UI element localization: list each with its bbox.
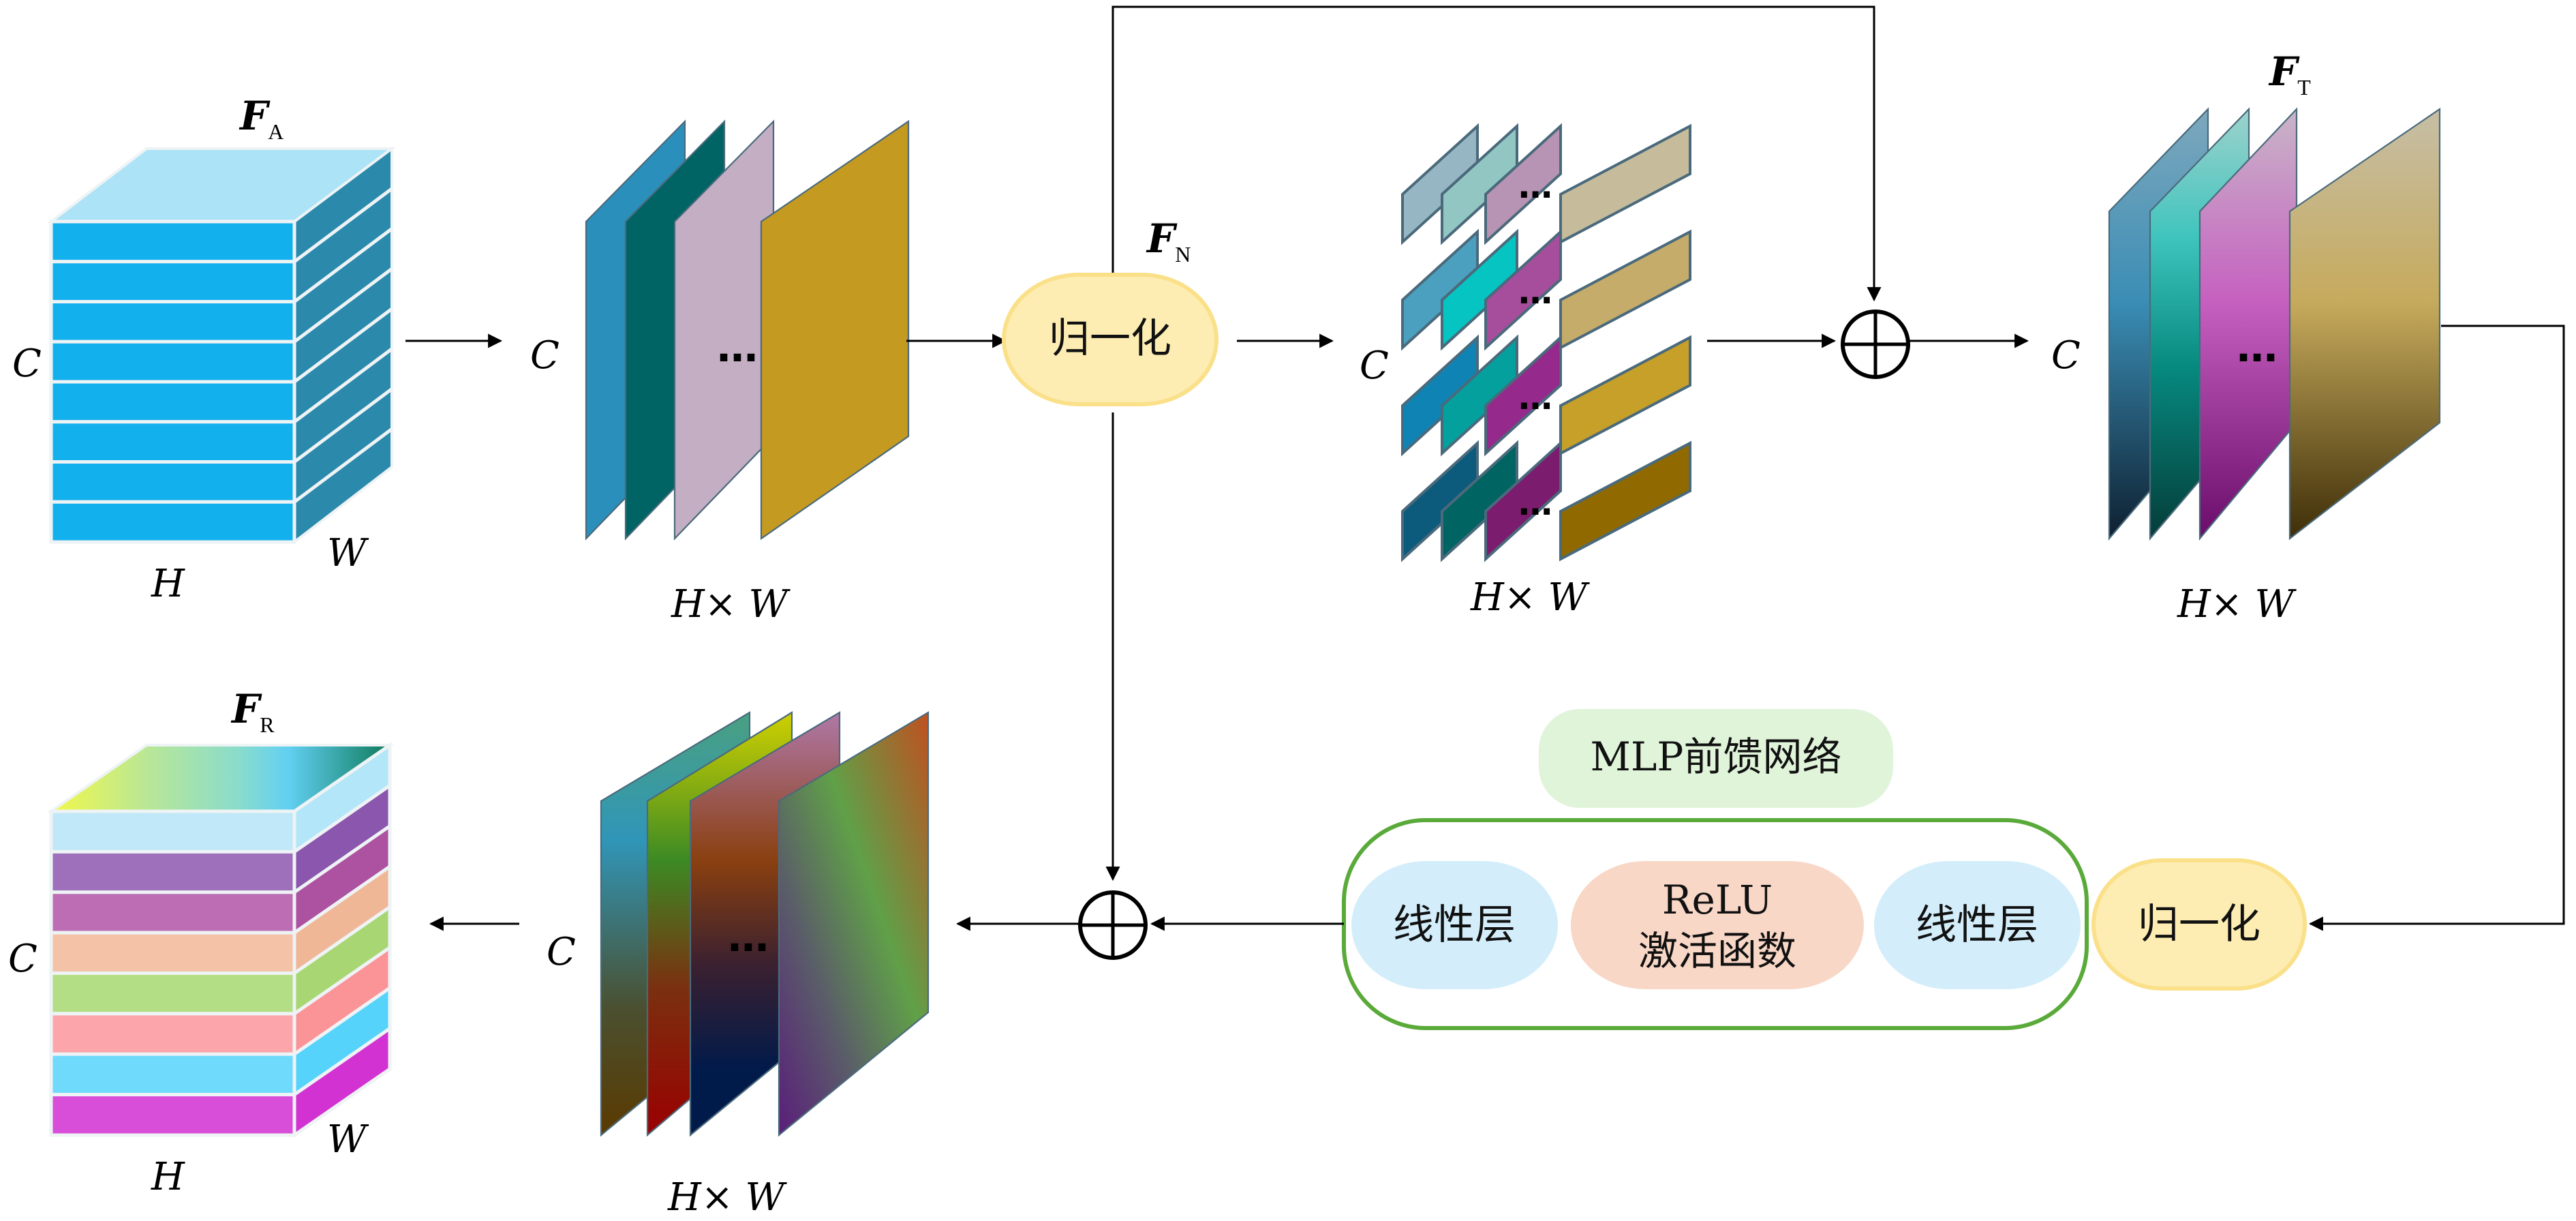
linear1-node[interactable] bbox=[1351, 861, 1558, 989]
relu-label-line1: ReLU bbox=[1662, 877, 1773, 923]
linear2-label: 线性层 bbox=[1916, 901, 2038, 949]
fr-side-row bbox=[292, 1025, 392, 1139]
head-plane bbox=[1559, 335, 1691, 456]
add-node-1 bbox=[1841, 310, 1910, 379]
fr-planes-ellipsis: … bbox=[728, 914, 769, 961]
head-plane bbox=[1559, 229, 1691, 350]
head-plane bbox=[1559, 440, 1691, 562]
planes1-c-label: C bbox=[530, 333, 559, 378]
fr-h-label: H bbox=[151, 1155, 185, 1199]
fa-side-divider bbox=[293, 187, 393, 263]
relu-node[interactable] bbox=[1571, 861, 1864, 989]
mlp-title-box bbox=[1539, 709, 1893, 808]
ft-c-label: C bbox=[2051, 333, 2081, 378]
fr-channel-row bbox=[49, 809, 296, 854]
plane bbox=[2288, 107, 2441, 541]
head-ellipsis: … bbox=[1518, 272, 1552, 312]
fa-channel-planes bbox=[585, 119, 910, 541]
ft-planes bbox=[2108, 107, 2441, 541]
heads-c-label: C bbox=[1360, 344, 1389, 388]
fr-channel-row bbox=[49, 849, 296, 894]
ft-label: FT bbox=[2268, 48, 2311, 100]
fr-cube bbox=[46, 742, 395, 1139]
fr-channel-row bbox=[49, 1052, 296, 1097]
fa-channel-row bbox=[49, 220, 296, 264]
fa-side-divider bbox=[293, 267, 393, 344]
fa-side-divider bbox=[293, 307, 393, 384]
fa-channel-row bbox=[49, 460, 296, 504]
head-plane bbox=[1559, 123, 1691, 245]
path-ft-to-norm2 bbox=[2308, 325, 2565, 931]
add-node-2 bbox=[1078, 890, 1148, 960]
fa-side-divider bbox=[293, 227, 393, 303]
ft-hxw-label: H× W bbox=[2177, 582, 2297, 627]
norm2-label: 归一化 bbox=[2138, 901, 2260, 948]
norm1-node[interactable] bbox=[1002, 273, 1218, 406]
planes1-ellipsis: … bbox=[717, 324, 758, 372]
relu-label-line2: 激活函数 bbox=[1638, 928, 1796, 974]
head-plane bbox=[1484, 123, 1562, 245]
fr-channel-planes bbox=[600, 711, 930, 1137]
mlp-title: MLP前馈网络 bbox=[1591, 734, 1842, 780]
fr-channel-row bbox=[49, 931, 296, 975]
head-plane bbox=[1484, 440, 1562, 562]
head-plane bbox=[1484, 334, 1562, 457]
fn-label: FN bbox=[1146, 215, 1191, 267]
planes1-hxw-label: H× W bbox=[671, 582, 791, 627]
plane bbox=[778, 711, 930, 1137]
fa-channel-row bbox=[49, 380, 296, 424]
fa-c-label: C bbox=[12, 342, 42, 386]
fa-channel-row bbox=[49, 260, 296, 303]
fr-label: FR bbox=[230, 686, 275, 737]
fa-w-label: W bbox=[327, 531, 369, 575]
fr-c-label: C bbox=[8, 937, 37, 981]
fa-side-divider bbox=[293, 347, 393, 423]
fr-channel-row bbox=[49, 971, 296, 1016]
head-ellipsis: … bbox=[1518, 166, 1552, 206]
residual-path-top bbox=[1111, 5, 1882, 302]
ft-ellipsis: … bbox=[2237, 324, 2278, 372]
head-ellipsis: … bbox=[1518, 378, 1552, 417]
fr-planes-c-label: C bbox=[547, 930, 576, 974]
fr-channel-row bbox=[49, 1093, 296, 1137]
head-plane bbox=[1484, 228, 1562, 351]
fa-channel-row bbox=[49, 340, 296, 384]
fa-side-divider bbox=[293, 387, 393, 464]
fa-channel-row bbox=[49, 420, 296, 464]
norm2-node[interactable] bbox=[2091, 858, 2307, 991]
fr-channel-row bbox=[49, 1012, 296, 1056]
fr-channel-row bbox=[49, 890, 296, 935]
fa-label: FA bbox=[239, 93, 283, 144]
heads-hxw-label: H× W bbox=[1470, 575, 1591, 620]
fa-h-label: H bbox=[151, 562, 185, 606]
fr-planes-hxw-label: H× W bbox=[667, 1175, 788, 1220]
plane bbox=[760, 119, 910, 541]
fa-channel-row bbox=[49, 300, 296, 344]
linear2-node[interactable] bbox=[1874, 861, 2081, 989]
fa-cube bbox=[47, 146, 397, 545]
multi-head-planes: … … … … bbox=[1401, 123, 1691, 562]
head-ellipsis: … bbox=[1518, 483, 1552, 523]
norm1-label: 归一化 bbox=[1049, 315, 1171, 363]
fa-side-divider bbox=[293, 427, 393, 504]
fa-channel-row bbox=[49, 500, 296, 544]
fr-w-label: W bbox=[327, 1117, 369, 1162]
linear1-label: 线性层 bbox=[1393, 901, 1516, 949]
